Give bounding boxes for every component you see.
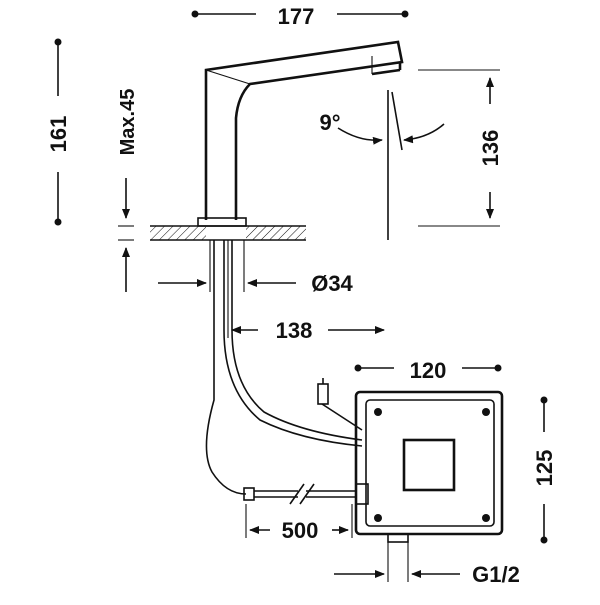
label-max45: Max.45 <box>117 89 139 156</box>
label-177: 177 <box>278 4 315 29</box>
dimension-g12: G1/2 <box>334 542 520 587</box>
dimension-120: 120 <box>354 358 502 383</box>
label-161: 161 <box>46 116 71 153</box>
label-500: 500 <box>282 518 319 543</box>
label-136: 136 <box>478 130 503 167</box>
dimension-177: 177 <box>191 4 409 29</box>
label-125: 125 <box>532 450 557 487</box>
label-138: 138 <box>276 318 313 343</box>
faucet-body <box>197 40 404 227</box>
dimension-diameter: Ø34 <box>158 240 354 296</box>
dimension-125: 125 <box>532 396 557 544</box>
counter-top <box>150 225 306 241</box>
dimension-138: 138 <box>227 240 385 343</box>
dimension-161: 161 <box>46 38 71 226</box>
dimension-136: 136 <box>418 69 503 227</box>
control-box <box>354 390 504 543</box>
cable <box>243 483 369 505</box>
dimension-500: 500 <box>245 504 353 543</box>
label-g12: G1/2 <box>472 562 520 587</box>
label-120: 120 <box>410 358 447 383</box>
angle-indicator: 9° <box>319 90 445 240</box>
dimension-max45: Max.45 <box>117 89 139 292</box>
supply-hoses <box>205 240 363 495</box>
label-angle: 9° <box>319 110 340 135</box>
label-diameter: Ø34 <box>311 271 353 296</box>
